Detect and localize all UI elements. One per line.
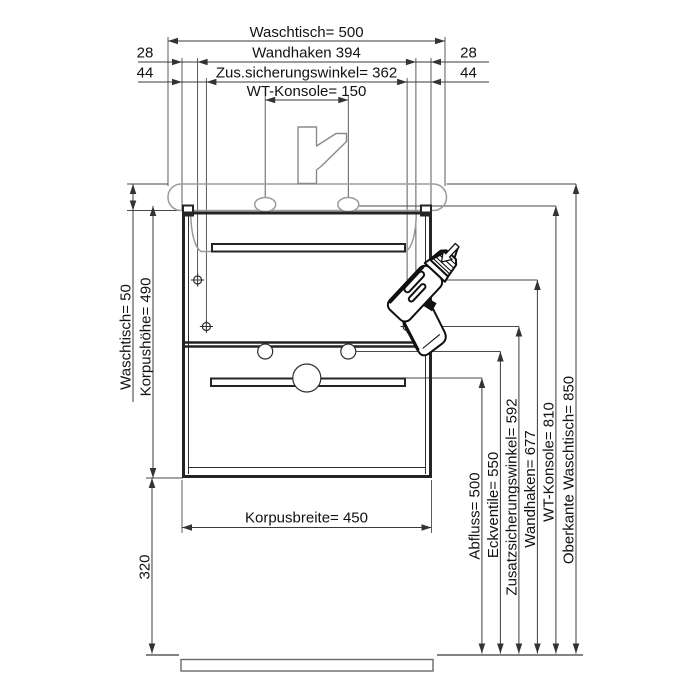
crosshair-mount-point-icon: [199, 319, 213, 334]
dimension-lines: [129, 37, 580, 654]
dim-label-konsole-width: WT-Konsole= 150: [247, 83, 367, 100]
dim-label-waschtisch-height: Waschtisch= 50: [118, 284, 135, 390]
drill-direction-arrow-icon: [440, 242, 460, 263]
dim-label-korpus-width: Korpusbreite= 450: [245, 510, 368, 527]
dimension-labels: Waschtisch= 500 28 Wandhaken 394 28 44 Z…: [118, 24, 578, 596]
dim-label-wandhaken-height: Wandhaken= 677: [522, 430, 539, 547]
dim-label-wandhaken-width: Wandhaken 394: [252, 45, 361, 62]
corner-valve-left: [257, 343, 274, 360]
faucet-icon: [297, 126, 348, 185]
washbasin: [167, 126, 448, 253]
dim-label-sicherungswinkel-offset-right: 44: [460, 65, 477, 82]
dim-label-wandhaken-offset-right: 28: [460, 45, 477, 62]
dim-label-sicherungswinkel-offset-left: 44: [137, 65, 154, 82]
vanity-cabinet: [182, 204, 432, 478]
dim-label-wt-konsole-height: WT-Konsole= 810: [540, 402, 557, 522]
wall-hook-right: [420, 204, 432, 217]
dim-label-abfluss: Abfluss= 500: [466, 472, 483, 559]
dim-label-eckventile: Eckventile= 550: [485, 452, 502, 558]
cabinet-body: [182, 211, 432, 478]
wall-hook-left: [182, 204, 194, 217]
console-bracket-left: [253, 196, 277, 213]
dim-label-wandhaken-offset-left: 28: [137, 45, 154, 62]
dim-label-zusatzsicherungswinkel: Zusatzsicherungswinkel= 592: [503, 398, 520, 595]
dim-label-floor-clearance: 320: [137, 554, 154, 579]
crosshair-mount-point-icon: [191, 273, 205, 287]
corner-valve-right: [340, 343, 357, 360]
floor: [146, 654, 583, 672]
power-drill-icon: [386, 246, 459, 357]
dim-label-waschtisch-width: Waschtisch= 500: [249, 24, 363, 41]
floor-plinth-bar: [180, 658, 434, 672]
siphon-drain: [292, 363, 322, 393]
dim-label-korpus-height: Korpushöhe= 490: [138, 278, 155, 397]
drawer-handle-upper: [211, 243, 406, 253]
dim-label-oberkante-waschtisch: Oberkante Waschtisch= 850: [561, 376, 578, 564]
dim-label-sicherungswinkel-width: Zus.sicherungswinkel= 362: [216, 65, 397, 82]
console-bracket-right: [337, 196, 360, 213]
washbasin-top: [167, 183, 448, 212]
